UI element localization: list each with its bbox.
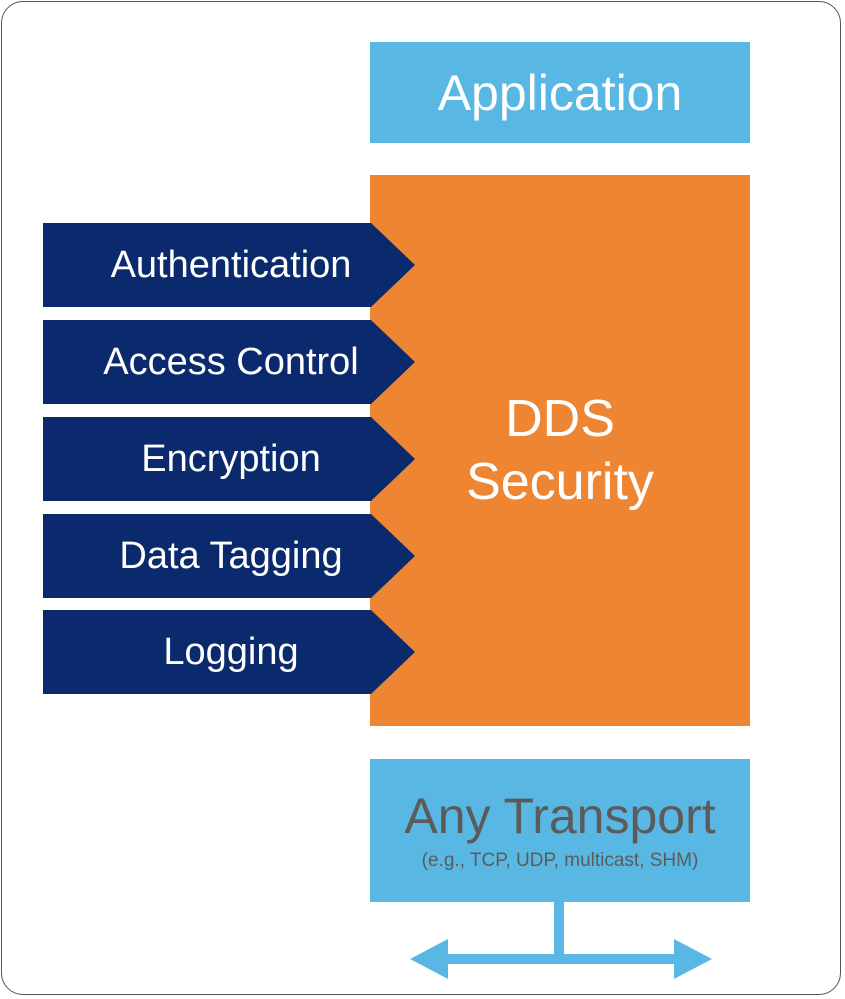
- bus-left-arrowhead: [410, 939, 448, 979]
- arrow-shape-icon: [43, 417, 415, 501]
- feature-arrow-data-tagging: Data Tagging: [43, 514, 415, 598]
- feature-label: Encryption: [141, 437, 321, 480]
- arrow-shape-icon: [43, 514, 415, 598]
- application-box: Application: [370, 42, 750, 143]
- feature-arrow-encryption: Encryption: [43, 417, 415, 501]
- feature-label: Data Tagging: [119, 534, 343, 577]
- feature-label: Access Control: [103, 340, 359, 383]
- transport-subtitle: (e.g., TCP, UDP, multicast, SHM): [421, 850, 699, 871]
- feature-arrow-logging: Logging: [43, 610, 415, 694]
- arrow-shape-icon: [43, 223, 415, 307]
- feature-label: Authentication: [110, 243, 352, 286]
- dds-label-line2: Security: [466, 452, 654, 511]
- application-label: Application: [437, 64, 683, 121]
- transport-title: Any Transport: [404, 788, 716, 844]
- arrow-shape-icon: [43, 610, 415, 694]
- dds-security-box: DDS Security: [370, 175, 750, 726]
- feature-arrow-access-control: Access Control: [43, 320, 415, 404]
- any-transport-box: Any Transport (e.g., TCP, UDP, multicast…: [370, 759, 750, 902]
- dds-label-line1: DDS: [505, 390, 615, 449]
- feature-arrow-authentication: Authentication: [43, 223, 415, 307]
- feature-label: Logging: [163, 630, 299, 673]
- bus-right-arrowhead: [674, 939, 712, 979]
- arrow-shape-icon: [43, 320, 415, 404]
